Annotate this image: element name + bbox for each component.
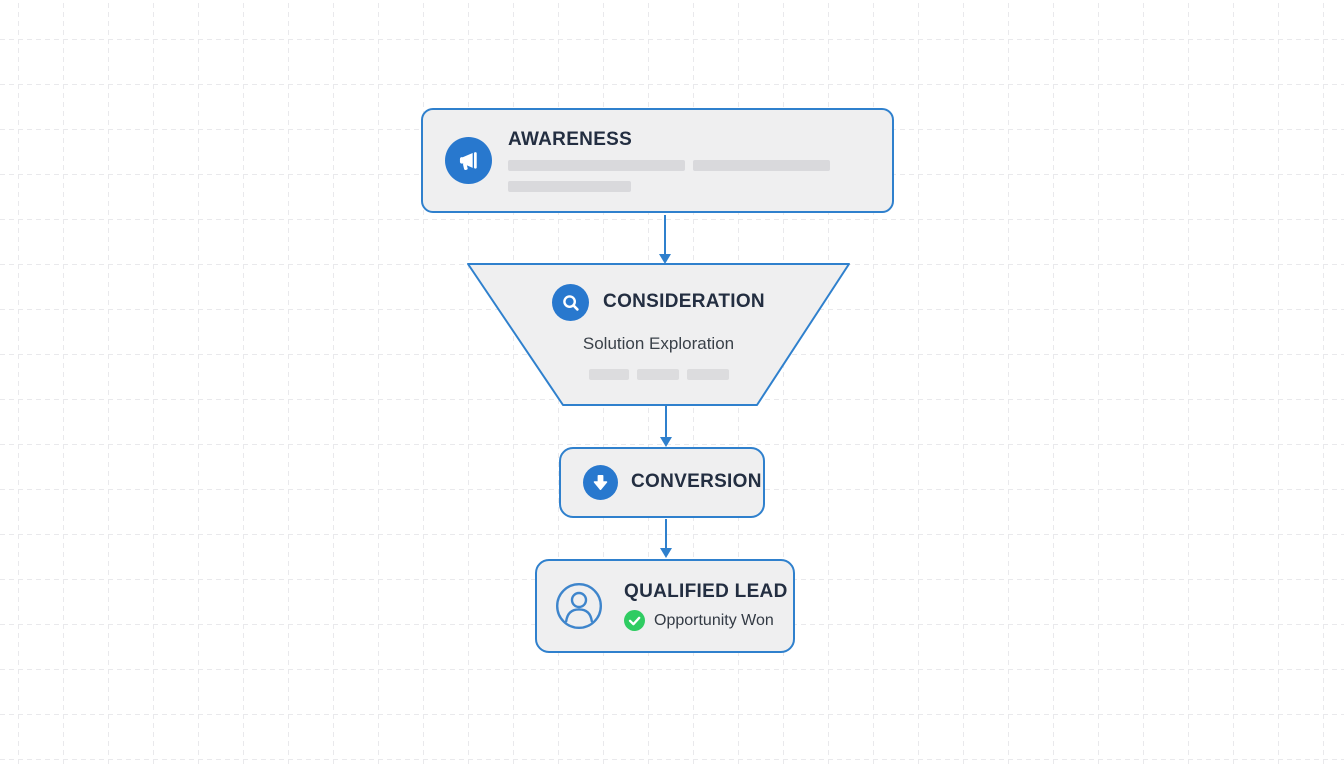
- magnifier-icon: [552, 284, 590, 321]
- qualified-content: QUALIFIED LEAD Opportunity Won: [624, 581, 788, 632]
- placeholder-bar: [588, 369, 629, 381]
- arrowhead-icon: [660, 548, 672, 558]
- stage-subtitle: Solution Exploration: [582, 334, 735, 353]
- arrowhead-icon: [659, 254, 671, 264]
- connector-consideration-conversion[interactable]: [665, 406, 667, 438]
- connector-conversion-qualified[interactable]: [665, 519, 667, 549]
- stage-title: CONSIDERATION: [603, 291, 765, 313]
- user-icon: [555, 582, 603, 630]
- placeholder-bar: [508, 181, 631, 193]
- arrow-down-icon: [583, 465, 618, 500]
- stage-title: CONVERSION: [631, 471, 762, 493]
- placeholder-bar: [508, 160, 685, 172]
- node-awareness[interactable]: AWARENESS: [421, 108, 894, 213]
- node-qualified-lead[interactable]: QUALIFIED LEAD Opportunity Won: [535, 559, 795, 653]
- placeholder-bar: [693, 160, 830, 172]
- stage-title: QUALIFIED LEAD: [624, 580, 788, 602]
- arrowhead-icon: [660, 437, 672, 447]
- consideration-header: CONSIDERATION: [552, 284, 765, 321]
- placeholder-row: [508, 181, 830, 193]
- placeholder-row: [508, 160, 830, 172]
- stage-title: AWARENESS: [508, 128, 633, 150]
- megaphone-icon: [445, 137, 492, 184]
- node-conversion[interactable]: CONVERSION: [559, 447, 765, 518]
- check-circle-icon: [624, 610, 645, 632]
- status-label: Opportunity Won: [654, 612, 774, 630]
- awareness-content: AWARENESS: [508, 129, 830, 193]
- status-row: Opportunity Won: [624, 610, 788, 632]
- placeholder-bar: [636, 369, 679, 381]
- placeholder-row: [588, 369, 729, 381]
- connector-awareness-consideration[interactable]: [664, 215, 666, 255]
- placeholder-bar: [686, 369, 729, 381]
- node-consideration[interactable]: CONSIDERATION Solution Exploration: [466, 262, 851, 407]
